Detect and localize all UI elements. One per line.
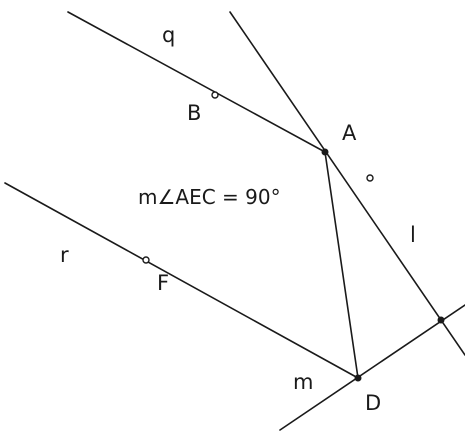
label-l: l [410,223,416,247]
line-r[interactable] [4,182,359,379]
point-b[interactable] [211,91,219,99]
label-b: B [187,101,201,125]
segment-ad[interactable] [324,151,359,379]
label-m: m [293,370,313,394]
label-f: F [157,271,169,295]
line-l[interactable] [229,11,465,356]
point-a[interactable] [321,148,329,156]
point-d[interactable] [354,374,362,382]
label-a: A [342,121,357,145]
angle-measurement: m∠AEC = 90° [138,185,281,209]
point-f[interactable] [142,256,150,264]
line-m[interactable] [279,304,465,431]
label-d: D [365,391,381,415]
label-q: q [162,23,175,47]
line-q[interactable] [67,11,326,153]
point-intersection[interactable] [437,316,445,324]
label-r: r [60,243,69,267]
point-e-marker[interactable] [366,174,374,182]
